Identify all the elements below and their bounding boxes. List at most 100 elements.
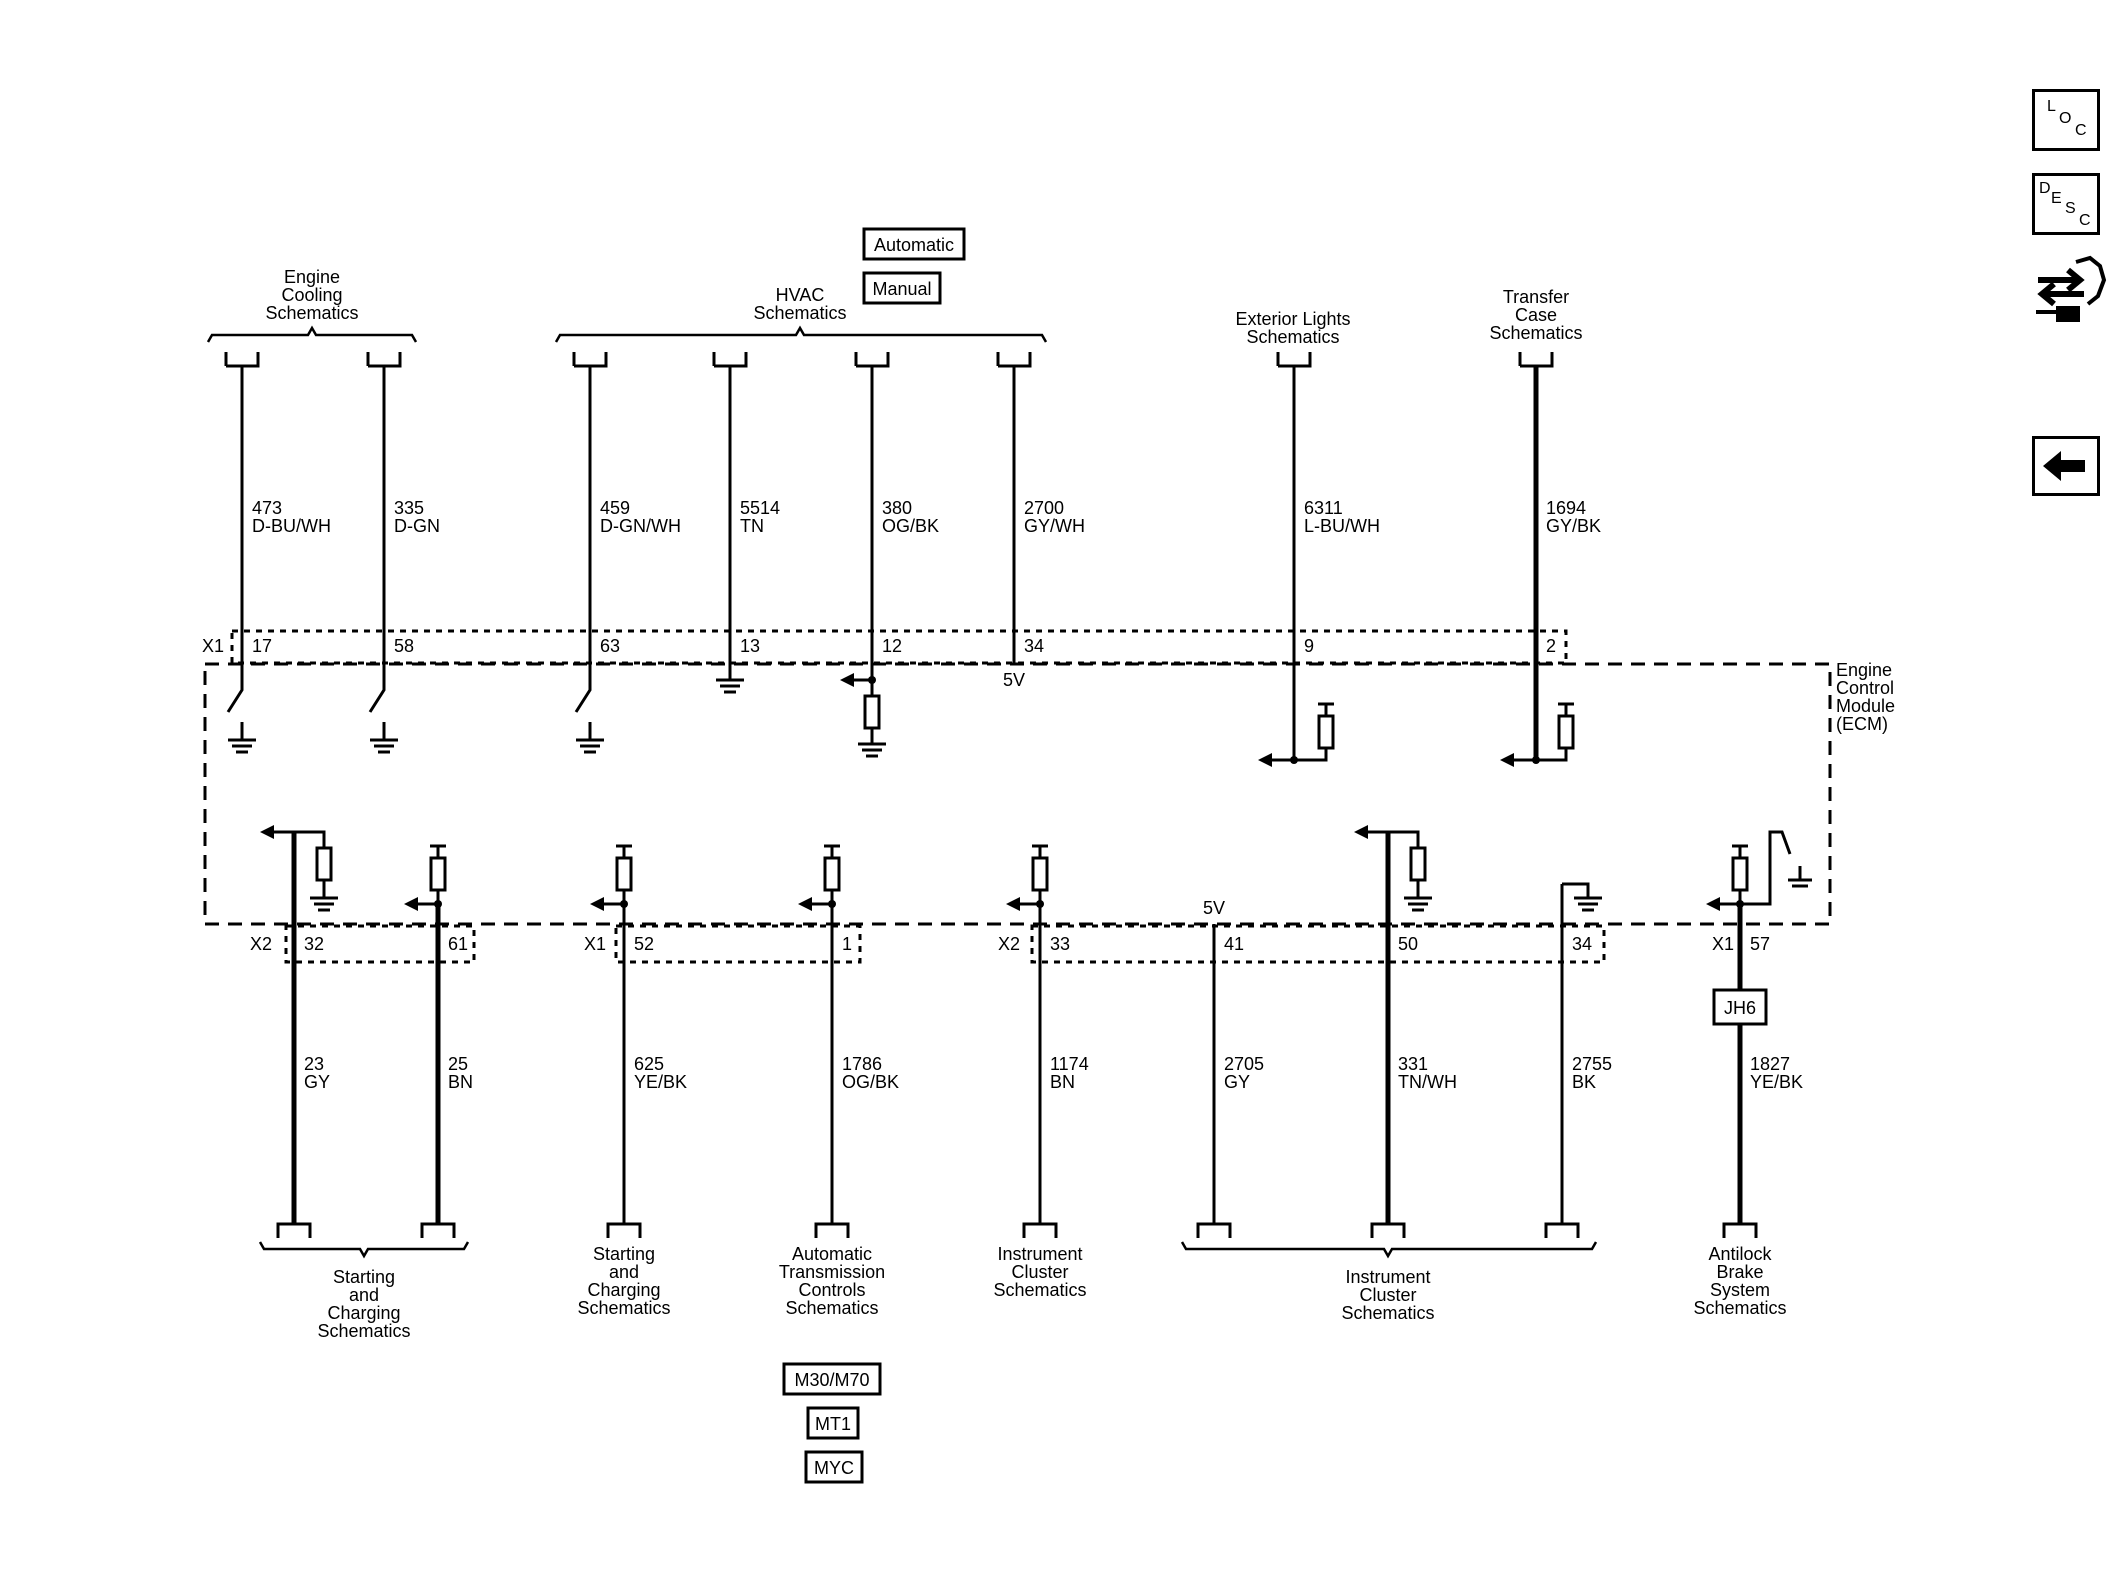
pulldown-link-331 bbox=[1388, 830, 1420, 848]
exterior-lights-label-1: Exterior Lights bbox=[1235, 309, 1350, 329]
bottom-connector-1827 bbox=[1722, 1222, 1758, 1238]
x1-top-label: X1 bbox=[202, 636, 224, 656]
wire-459-color: D-GN/WH bbox=[600, 516, 681, 536]
wire-2705-color: GY bbox=[1224, 1072, 1250, 1092]
manual-option-box bbox=[862, 271, 942, 305]
sc-b-line-3: Charging bbox=[587, 1280, 660, 1300]
x1-bottom-label-a: X1 bbox=[584, 934, 606, 954]
wire-2755-circuit: 2755 bbox=[1572, 1054, 1612, 1074]
wire-2755-pin: 34 bbox=[1572, 934, 1592, 954]
x1-bottom-label-b: X1 bbox=[1712, 934, 1734, 954]
top-connector-symbols bbox=[224, 352, 1554, 368]
ecm-module-outline bbox=[203, 662, 1832, 926]
arrow-head-25 bbox=[404, 897, 418, 911]
wire-2705-circuit: 2705 bbox=[1224, 1054, 1264, 1074]
m30m70-option-box bbox=[782, 1362, 882, 1396]
wire-2700-color: GY/WH bbox=[1024, 516, 1085, 536]
at-line-4: Schematics bbox=[785, 1298, 878, 1318]
bottom-connector-2755 bbox=[1544, 1222, 1580, 1238]
wire-335-circuit: 335 bbox=[394, 498, 424, 518]
starting-charging-group-b: Starting and Charging Schematics bbox=[577, 1244, 670, 1318]
wire-1786-circuit: 1786 bbox=[842, 1054, 882, 1074]
wire-1827-color: YE/BK bbox=[1750, 1072, 1803, 1092]
transfer-case-label-2: Case bbox=[1515, 305, 1557, 325]
automatic-option-label: Automatic bbox=[874, 235, 954, 255]
wire-380-circuit: 380 bbox=[882, 498, 912, 518]
wire-473-pin: 17 bbox=[252, 636, 272, 656]
bottom-connector-331 bbox=[1370, 1222, 1406, 1238]
location-button[interactable]: L O C bbox=[2032, 89, 2100, 151]
pulldown-link-23 bbox=[294, 830, 326, 848]
wire-331-circuit: 331 bbox=[1398, 1054, 1428, 1074]
wire-25-pin: 61 bbox=[448, 934, 468, 954]
switch-ground-1827 bbox=[1740, 830, 1812, 906]
arrow-head-625 bbox=[590, 897, 604, 911]
ground-5514 bbox=[716, 678, 744, 694]
junction-1827 bbox=[1736, 900, 1744, 908]
junction-1786 bbox=[828, 900, 836, 908]
junction-25 bbox=[434, 900, 442, 908]
resistor-23 bbox=[315, 846, 333, 882]
description-button[interactable]: D E S C bbox=[2032, 173, 2100, 235]
splice-jh6-label: JH6 bbox=[1724, 998, 1756, 1018]
wire-380-pin: 12 bbox=[882, 636, 902, 656]
arrow-head-1694 bbox=[1500, 753, 1514, 767]
splice-jh6-box bbox=[1712, 988, 1768, 1026]
antilock-brake-group: Antilock Brake System Schematics bbox=[1693, 1244, 1786, 1318]
sc-a-line-1: Starting bbox=[333, 1267, 395, 1287]
wire-5514-pin: 13 bbox=[740, 636, 760, 656]
arrow-head-331 bbox=[1354, 825, 1368, 839]
wire-335-pin: 58 bbox=[394, 636, 414, 656]
transfer-case-label-3: Schematics bbox=[1489, 323, 1582, 343]
desc-letter-d: D bbox=[2039, 180, 2051, 197]
pullup-6311 bbox=[1318, 702, 1334, 716]
hvac-label-1: HVAC bbox=[776, 285, 825, 305]
instrument-cluster-brace bbox=[1180, 1241, 1598, 1259]
at-line-3: Controls bbox=[798, 1280, 865, 1300]
ic-b-line-3: Schematics bbox=[1341, 1303, 1434, 1323]
bottom-connector-23 bbox=[276, 1222, 312, 1238]
myc-option-box bbox=[804, 1450, 864, 1484]
top-connector-459 bbox=[572, 352, 608, 368]
wire-625-pin: 52 bbox=[634, 934, 654, 954]
junction-1694 bbox=[1532, 756, 1540, 764]
wire-5514-color: TN bbox=[740, 516, 764, 536]
arrow-head-23 bbox=[260, 825, 274, 839]
wire-473-color: D-BU/WH bbox=[252, 516, 331, 536]
sc-b-line-2: and bbox=[609, 1262, 639, 1282]
top-connector-335 bbox=[366, 352, 402, 368]
bottom-connector-symbols bbox=[276, 1222, 1758, 1238]
wire-625-circuit: 625 bbox=[634, 1054, 664, 1074]
resistor-1786 bbox=[823, 856, 841, 892]
exterior-lights-label-2: Schematics bbox=[1246, 327, 1339, 347]
wire-459-pin: 63 bbox=[600, 636, 620, 656]
engine-cooling-label-1: Engine bbox=[284, 267, 340, 287]
arrow-head-1786 bbox=[798, 897, 812, 911]
wire-2700-pin: 34 bbox=[1024, 636, 1044, 656]
wire-1174-circuit: 1174 bbox=[1050, 1054, 1089, 1074]
resistor-625 bbox=[615, 856, 633, 892]
ground-2755 bbox=[1562, 882, 1602, 912]
arrow-head-380 bbox=[840, 673, 854, 687]
top-connector-2700 bbox=[996, 352, 1032, 368]
wire-625-color: YE/BK bbox=[634, 1072, 687, 1092]
instrument-cluster-group-a: Instrument Cluster Schematics bbox=[993, 1244, 1086, 1300]
connector-view-button[interactable] bbox=[2028, 252, 2112, 332]
back-button[interactable] bbox=[2032, 436, 2100, 496]
x1-top-connector bbox=[230, 629, 1568, 665]
wire-459-circuit: 459 bbox=[600, 498, 630, 518]
junction-380 bbox=[868, 676, 876, 684]
resistor-25 bbox=[429, 856, 447, 892]
wire-23-circuit: 23 bbox=[304, 1054, 324, 1074]
top-connector-473 bbox=[224, 352, 260, 368]
ic-b-line-2: Cluster bbox=[1359, 1285, 1416, 1305]
arrow-head-6311 bbox=[1258, 753, 1272, 767]
wire-1174-color: BN bbox=[1050, 1072, 1075, 1092]
x1-bottom-connector bbox=[614, 924, 862, 964]
wire-23-pin: 32 bbox=[304, 934, 324, 954]
top-connector-5514 bbox=[712, 352, 748, 368]
fivev-label-top: 5V bbox=[1003, 670, 1025, 690]
resistor-6311 bbox=[1317, 714, 1335, 750]
wire-331-pin: 50 bbox=[1398, 934, 1418, 954]
